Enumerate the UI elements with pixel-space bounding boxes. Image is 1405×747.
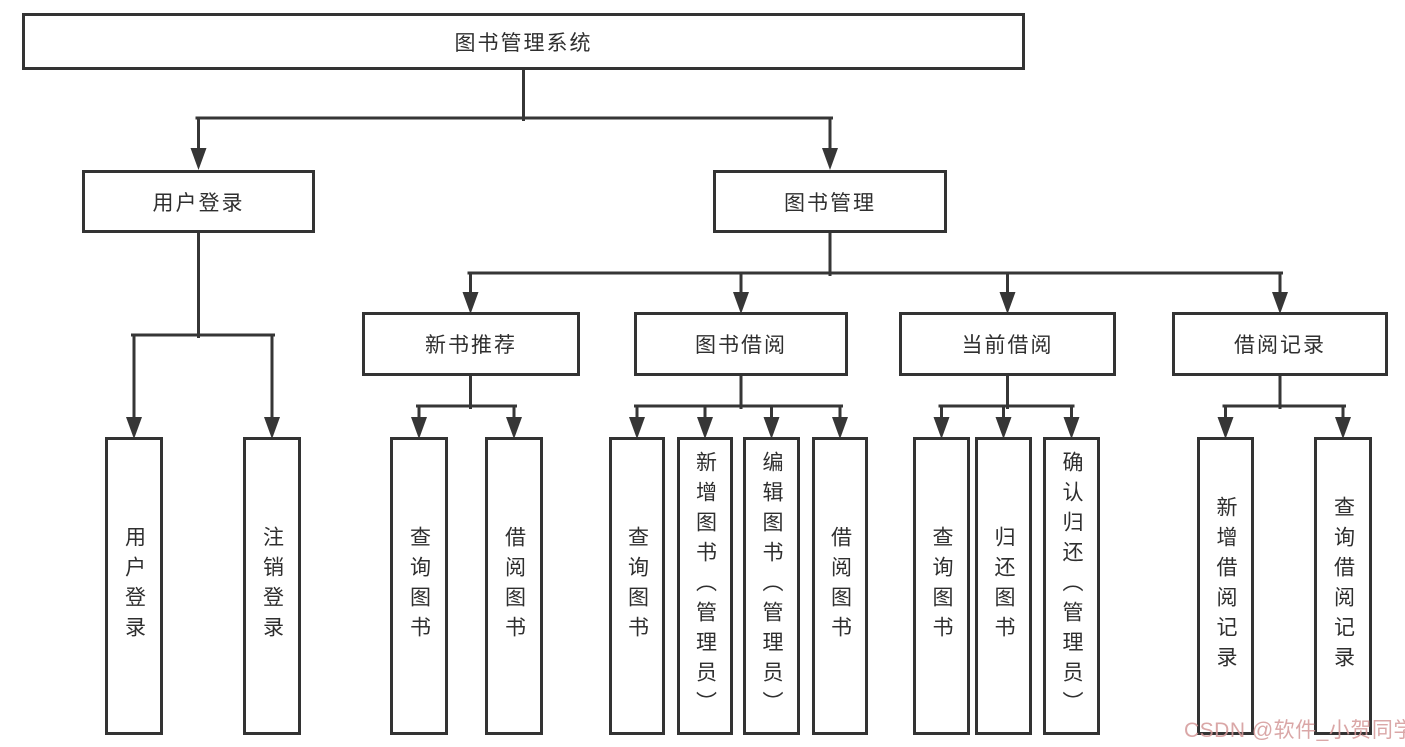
connector-arrowhead <box>933 417 950 439</box>
node-current-borrowing: 当前借阅 <box>899 312 1116 376</box>
connector-arrowhead <box>697 417 713 439</box>
leaf-label: 借阅图书 <box>828 526 852 646</box>
leaf-label: 查询图书 <box>930 526 953 646</box>
connector-arrowhead <box>832 417 848 439</box>
leaf-br-add-record: 新增借阅记录 <box>1197 437 1254 735</box>
connector-new-book-recommend-to-children <box>411 374 522 439</box>
connector-arrowhead <box>763 417 780 439</box>
leaf-label: 归还图书 <box>992 526 1015 646</box>
connector-arrowhead <box>411 417 427 439</box>
leaf-label: 确认归还（管理员） <box>1060 451 1083 721</box>
leaf-label: 新增图书（管理员） <box>693 451 717 721</box>
connector-arrowhead <box>1335 417 1351 439</box>
connector-arrowhead <box>1272 292 1288 314</box>
leaf-cb-query-books: 查询图书 <box>913 437 970 735</box>
leaf-label: 新增借阅记录 <box>1214 496 1237 676</box>
connector-arrowhead <box>126 417 142 439</box>
connector-borrowing-records-to-children <box>1217 374 1351 439</box>
connector-arrowhead <box>733 292 749 314</box>
leaf-label: 查询图书 <box>407 526 431 646</box>
leaf-cb-return-books: 归还图书 <box>975 437 1032 735</box>
node-user-login: 用户登录 <box>82 170 315 233</box>
leaf-label: 注销登录 <box>260 526 284 646</box>
node-book-borrowing: 图书借阅 <box>634 312 848 376</box>
connector-book-management-to-sections <box>462 231 1288 314</box>
leaf-user-login: 用户登录 <box>105 437 163 735</box>
watermark: CSDN @软件_小贺同学 <box>1184 719 1405 742</box>
connector-arrowhead <box>822 148 838 170</box>
connector-arrowhead <box>999 292 1016 314</box>
leaf-label: 借阅图书 <box>502 526 526 646</box>
leaf-br-query-record: 查询借阅记录 <box>1314 437 1372 735</box>
connector-arrowhead <box>264 417 280 439</box>
connector-arrowhead <box>1217 417 1234 439</box>
leaf-bb-add-books-admin: 新增图书（管理员） <box>677 437 733 735</box>
leaf-nb-query-books: 查询图书 <box>390 437 448 735</box>
leaf-logout: 注销登录 <box>243 437 301 735</box>
connector-user-login-to-children <box>126 231 280 439</box>
node-new-book-recommend: 新书推荐 <box>362 312 580 376</box>
node-borrowing-records: 借阅记录 <box>1172 312 1388 376</box>
leaf-bb-query-books: 查询图书 <box>609 437 665 735</box>
leaf-label: 查询借阅记录 <box>1331 496 1355 676</box>
leaf-cb-confirm-return-admin: 确认归还（管理员） <box>1043 437 1100 735</box>
leaf-label: 查询图书 <box>625 526 649 646</box>
leaf-nb-borrow-books: 借阅图书 <box>485 437 543 735</box>
connector-arrowhead <box>462 292 479 314</box>
leaf-label: 编辑图书（管理员） <box>760 451 783 721</box>
connector-arrowhead <box>995 417 1012 439</box>
connector-root-to-level2 <box>190 68 838 170</box>
node-book-management: 图书管理 <box>713 170 947 233</box>
connector-arrowhead <box>629 417 645 439</box>
connector-arrowhead <box>1063 417 1080 439</box>
connector-arrowhead <box>190 148 207 170</box>
connector-current-borrowing-to-children <box>933 374 1080 439</box>
node-library-system: 图书管理系统 <box>22 13 1025 70</box>
leaf-label: 用户登录 <box>122 526 146 646</box>
connector-arrowhead <box>506 417 522 439</box>
connector-book-borrowing-to-children <box>629 374 848 439</box>
leaf-bb-edit-books-admin: 编辑图书（管理员） <box>743 437 800 735</box>
leaf-bb-borrow-books: 借阅图书 <box>812 437 868 735</box>
